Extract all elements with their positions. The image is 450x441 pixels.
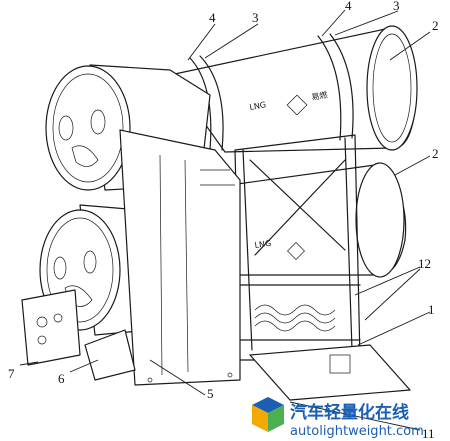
watermark-logo-icon: [252, 397, 284, 432]
lower-right-tank: LNG: [229, 162, 407, 278]
upper-tank-marking: LNG 易燃: [249, 89, 328, 116]
callout-7: 7: [8, 366, 15, 381]
callout-11: 11: [422, 426, 435, 441]
control-box: [21, 289, 136, 381]
callout-6: 6: [58, 371, 65, 386]
callout-4-right: 4: [345, 0, 352, 13]
svg-text:LNG: LNG: [254, 239, 272, 250]
callout-numbers: 4 3 4 3 2 2 12 1 11 5 6 7: [8, 0, 439, 441]
callout-1: 1: [428, 302, 435, 317]
callout-2-lower: 2: [432, 146, 439, 161]
upper-right-tank: LNG 易燃: [169, 25, 418, 153]
callout-5: 5: [207, 386, 214, 401]
svg-text:LNG: LNG: [249, 100, 267, 112]
callout-3-right: 3: [393, 0, 400, 13]
mounting-frame: [234, 134, 411, 401]
hose-coil: [254, 304, 336, 332]
svg-text:易燃: 易燃: [311, 89, 328, 102]
center-panel: [119, 129, 241, 386]
callout-12: 12: [418, 256, 431, 271]
callout-leaders: [19, 9, 431, 431]
watermark: 汽车轻量化在线 autolightweight.com: [252, 397, 424, 439]
callout-4-left: 4: [209, 10, 216, 25]
watermark-url: autolightweight.com: [290, 424, 424, 439]
callout-3-left: 3: [252, 10, 259, 25]
watermark-title: 汽车轻量化在线: [290, 402, 409, 423]
callout-2-top: 2: [432, 18, 439, 33]
